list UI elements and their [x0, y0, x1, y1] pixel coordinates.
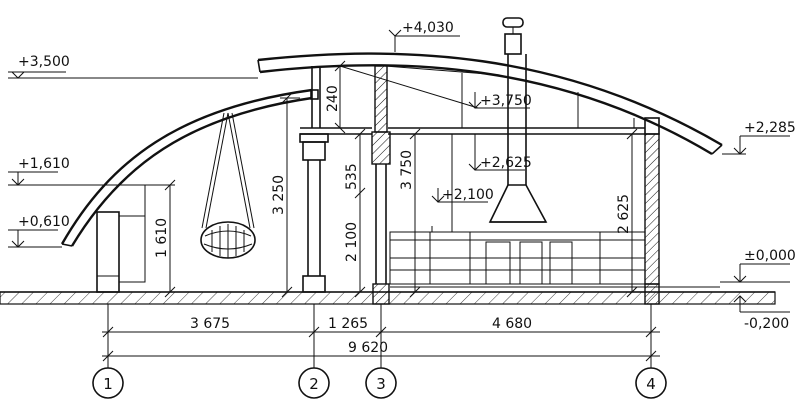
level-2100: +2,100 [442, 187, 494, 203]
axis-label-2: 2 [309, 375, 319, 393]
wall-axis-3 [371, 65, 391, 305]
level-2285: +2,285 [744, 120, 796, 136]
chimney [488, 17, 548, 223]
level-0000: ±0,000 [744, 248, 796, 264]
level-markers [8, 29, 790, 313]
level-4030: +4,030 [402, 20, 454, 36]
kitchen-furniture [389, 134, 646, 285]
dim-3675: 3 675 [190, 316, 230, 332]
axis-label-1: 1 [103, 375, 113, 393]
left-arch-roof [60, 88, 319, 247]
axis-lines [107, 336, 652, 368]
dim-240: 240 [325, 85, 341, 112]
axis-bubble-1 [92, 367, 124, 399]
dim-535: 535 [344, 163, 360, 190]
wall-axis-4 [644, 117, 660, 305]
dim-4680: 4 680 [492, 316, 532, 332]
dim-2100: 2 100 [344, 222, 360, 262]
dim-2625: 2 625 [616, 194, 632, 234]
dim-1610: 1 610 [154, 218, 170, 258]
axis-bubble-2 [298, 367, 330, 399]
level-3500: +3,500 [18, 54, 70, 70]
column-axis-1 [96, 185, 146, 293]
dim-3750: 3 750 [399, 150, 415, 190]
level-3750: +3,750 [480, 93, 532, 109]
swing-chair [200, 112, 256, 259]
level-1610: +1,610 [18, 156, 70, 172]
axis-bubble-4 [635, 367, 667, 399]
level-0610: +0,610 [18, 214, 70, 230]
floor-beam [300, 73, 645, 135]
level-minus-200: -0,200 [744, 316, 789, 332]
main-roof [257, 52, 723, 156]
horizontal-dimension-lines [102, 304, 660, 362]
column-axis-2 [299, 66, 329, 293]
axis-label-3: 3 [376, 375, 386, 393]
axis-label-4: 4 [646, 375, 656, 393]
dim-3250: 3 250 [271, 175, 287, 215]
axis-bubble-3 [365, 367, 397, 399]
dim-1265: 1 265 [328, 316, 368, 332]
level-2625: +2,625 [480, 155, 532, 171]
dim-9620: 9 620 [348, 340, 388, 356]
vertical-dimension-lines [164, 60, 638, 298]
